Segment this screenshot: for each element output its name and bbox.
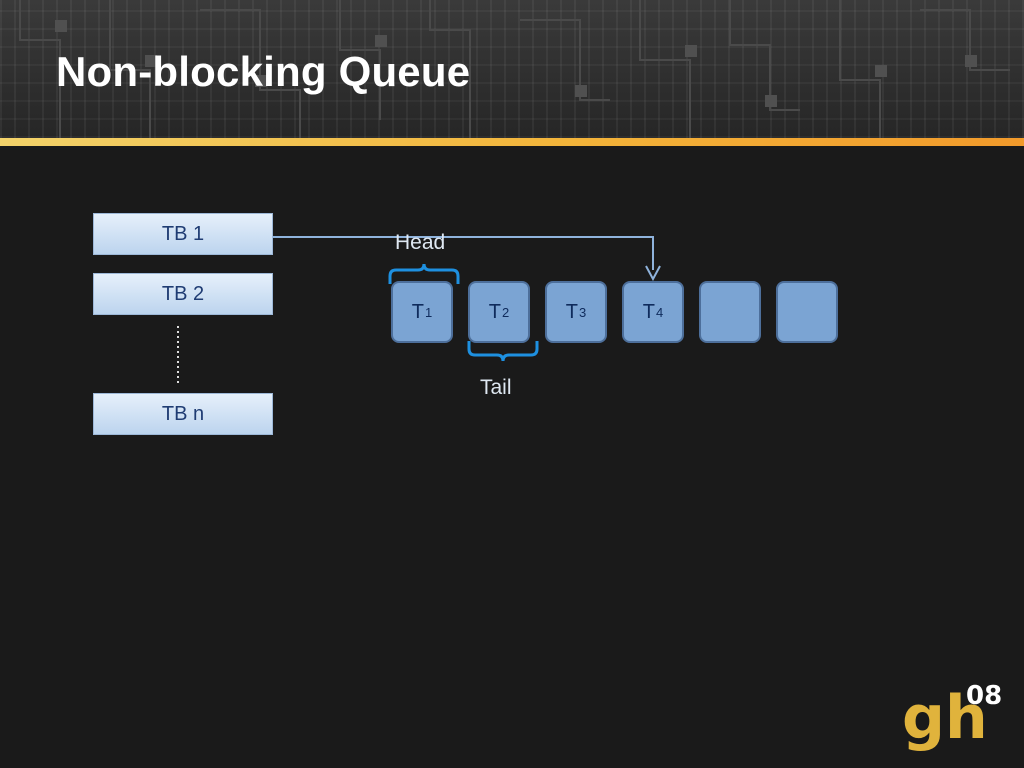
head-bracket: [388, 263, 460, 284]
cell-subscript: 2: [501, 304, 510, 320]
slide-title: Non-blocking Queue: [56, 48, 471, 95]
cell-label: T: [642, 300, 655, 323]
head-label: Head: [395, 231, 446, 254]
cell-subscript: 3: [578, 304, 587, 320]
queue-cell-6: [776, 281, 838, 343]
arrow-tb1-to-t4: [273, 236, 654, 270]
circuit-board-texture: [19, 0, 1010, 138]
queue-cell-5: [699, 281, 761, 343]
logo-main-text: gh: [902, 683, 988, 753]
cell-subscript: 1: [424, 304, 433, 320]
header-banner: Non-blocking Queue: [0, 0, 1024, 138]
tail-label: Tail: [480, 376, 512, 399]
thread-block-1: TB 1: [93, 213, 273, 255]
logo-suffix-text: 08: [966, 681, 1002, 711]
arrow-head-icon: [645, 265, 661, 282]
tail-bracket: [467, 341, 539, 362]
cell-label: T: [565, 300, 578, 323]
cell-label: T: [411, 300, 424, 323]
cell-subscript: 4: [655, 304, 664, 320]
gh08-logo: gh 08: [902, 681, 1002, 753]
accent-bar: [0, 138, 1024, 146]
thread-block-n: TB n: [93, 393, 273, 435]
thread-block-2: TB 2: [93, 273, 273, 315]
cell-label: T: [488, 300, 501, 323]
